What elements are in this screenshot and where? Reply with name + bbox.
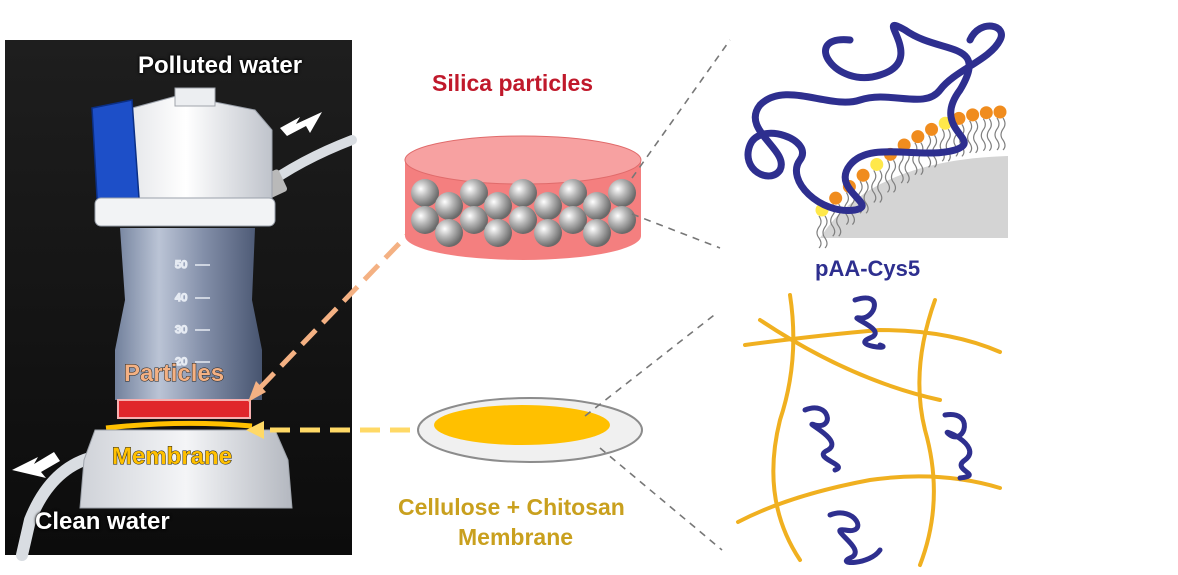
lipid-tail	[890, 159, 897, 193]
polymer-on-silica	[744, 21, 1008, 249]
particle-layer	[117, 399, 251, 419]
lipid-tail	[939, 128, 945, 162]
silica-particle	[435, 219, 463, 247]
silica-particle	[411, 179, 439, 207]
dashed-arrow-membrane-head	[246, 421, 264, 439]
lipid-tail	[959, 124, 965, 157]
lipid-tail	[904, 150, 910, 184]
silica-particle	[534, 219, 562, 247]
lipid-head-orange	[925, 122, 939, 136]
silica-disk-top	[404, 135, 642, 185]
cap-ring	[94, 197, 276, 227]
zoom-lines	[584, 39, 731, 551]
lipid-tail	[816, 215, 822, 249]
silica-particle	[509, 179, 537, 207]
lipid-tail	[918, 142, 924, 176]
svg-text:40: 40	[175, 292, 187, 304]
silica-particle	[509, 206, 537, 234]
svg-text:30: 30	[175, 324, 187, 336]
arrow-out-icon	[12, 452, 60, 478]
lipid-tail	[986, 118, 992, 152]
lipid-head-orange	[911, 130, 925, 144]
label-silica-particles: Silica particles	[432, 70, 594, 96]
dashed-arrow-icon	[248, 381, 266, 402]
silica-particle	[559, 179, 587, 207]
label-polluted-water: Polluted water	[138, 52, 303, 79]
filter-photo: 50 40 30 20	[5, 40, 357, 561]
lipid-head-yellow	[870, 157, 884, 171]
lipid-head-orange	[829, 191, 843, 205]
silica-disk	[404, 135, 642, 260]
membrane-disk	[417, 397, 643, 463]
cap-tab	[174, 87, 216, 107]
silica-surface	[820, 156, 1008, 238]
membrane-disk-fill	[434, 405, 610, 445]
lipid-tail	[877, 170, 883, 203]
silica-particle	[460, 179, 488, 207]
lipid-tail	[994, 117, 1000, 151]
lipid-tail	[871, 170, 877, 203]
lipid-tail	[1000, 117, 1006, 151]
polymer-chain	[744, 21, 1005, 214]
lipid-tail	[945, 128, 951, 162]
silica-particle	[435, 192, 463, 220]
jar-graduations: 50 40 30 20	[174, 258, 210, 369]
lipid-tail	[884, 159, 891, 193]
label-membrane: Membrane	[111, 443, 233, 471]
label-membrane-line2: Membrane	[458, 524, 574, 550]
silica-particle	[460, 206, 488, 234]
label-membrane-line1: Cellulose + Chitosan	[398, 494, 625, 520]
dashed-arrow-particles	[256, 220, 422, 392]
lipid-tail	[973, 120, 979, 154]
cellulose-fibers	[736, 293, 1002, 567]
lipid-head-orange	[993, 105, 1007, 119]
filter-jar	[115, 228, 262, 400]
lipid-head-orange	[966, 108, 980, 122]
lipid-tail	[967, 120, 973, 154]
silica-particle	[484, 192, 512, 220]
svg-text:20: 20	[175, 356, 187, 368]
polymer-network	[736, 293, 1002, 567]
lipid-head-orange	[897, 138, 911, 152]
outlet-tube	[16, 452, 96, 561]
label-clean-water: Clean water	[35, 508, 170, 535]
lipid-tail	[980, 118, 986, 152]
silica-particle	[534, 192, 562, 220]
svg-text:50: 50	[175, 259, 187, 271]
lipid-tail	[898, 150, 904, 184]
silica-particle	[583, 219, 611, 247]
label-particles: Particles	[123, 360, 225, 388]
lipid-head-orange	[856, 168, 870, 182]
silica-particle	[484, 219, 512, 247]
lipid-tail	[912, 142, 918, 176]
silica-particle	[583, 192, 611, 220]
lipid-tail	[822, 215, 828, 249]
arrow-in-icon	[280, 112, 322, 136]
lipid-tail	[863, 180, 869, 214]
lipid-head-orange	[979, 106, 993, 120]
label-polymer: pAA-Cys5	[815, 256, 921, 281]
membrane-layer	[105, 420, 253, 431]
silica-particle	[608, 179, 636, 207]
silica-particle	[411, 206, 439, 234]
polymer-coils	[802, 295, 973, 565]
silica-particle	[559, 206, 587, 234]
silica-particle	[608, 206, 636, 234]
